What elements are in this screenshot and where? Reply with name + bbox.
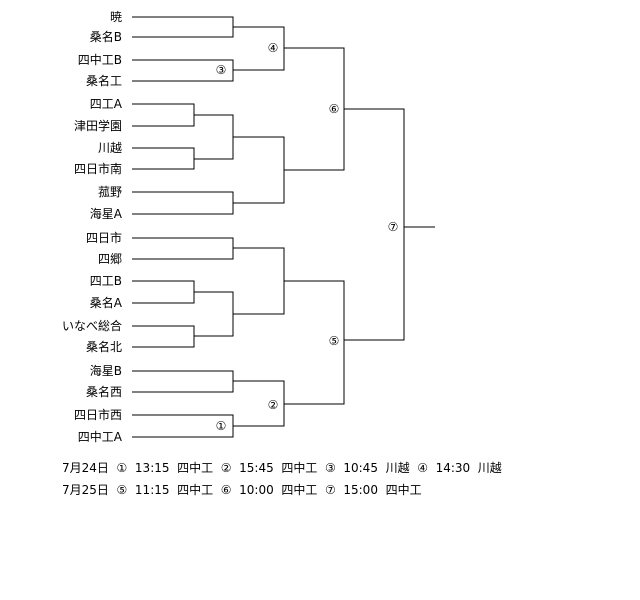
team-label: 海星A	[90, 206, 123, 221]
schedule-day-1: 7月24日 ① 13:15 四中工 ② 15:45 四中工 ③ 10:45 川越…	[62, 461, 502, 475]
bracket-line	[132, 237, 234, 260]
bracket-line	[132, 16, 234, 38]
team-label: 菰野	[98, 185, 122, 199]
team-label: 四郷	[98, 252, 122, 266]
bracket-line	[233, 136, 285, 204]
team-label: 桑名A	[90, 295, 123, 310]
bracket-line	[132, 147, 195, 170]
bracket-lines	[132, 16, 435, 438]
team-label: いなべ総合	[62, 318, 122, 333]
team-label: 海星B	[90, 363, 122, 378]
team-label: 桑名工	[86, 73, 122, 88]
team-label: 四工A	[90, 97, 123, 111]
team-label: 四日市	[86, 230, 122, 245]
bracket-line	[194, 291, 234, 337]
match-label-1: ①	[216, 419, 227, 433]
match-label-5: ⑤	[329, 334, 340, 348]
bracket-line	[132, 325, 195, 348]
team-label: 四日市西	[74, 407, 122, 422]
match-label-4: ④	[268, 41, 279, 55]
match-label-7: ⑦	[388, 220, 399, 234]
team-label: 津田学園	[74, 118, 122, 133]
bracket-line	[132, 103, 195, 127]
team-label: 暁	[110, 10, 122, 24]
match-label-6: ⑥	[329, 102, 340, 116]
team-label: 桑名北	[86, 339, 122, 354]
team-label: 桑名B	[90, 29, 122, 44]
schedule-day-2: 7月25日 ⑤ 11:15 四中工 ⑥ 10:00 四中工 ⑦ 15:00 四中…	[62, 483, 422, 497]
bracket-line	[344, 108, 405, 341]
bracket-line	[132, 280, 195, 304]
bracket-line	[284, 280, 345, 405]
match-label-2: ②	[268, 398, 279, 412]
team-label: 四中工B	[78, 52, 122, 67]
team-label: 川越	[98, 141, 122, 155]
bracket-line	[233, 247, 285, 315]
bracket-line	[194, 114, 234, 160]
team-label: 四中工A	[78, 429, 123, 444]
bracket-line	[132, 191, 234, 215]
match-label-3: ③	[216, 63, 227, 77]
bracket-line	[132, 370, 234, 393]
team-label: 桑名西	[86, 384, 122, 399]
team-label: 四工B	[90, 274, 122, 288]
team-label: 四日市南	[74, 161, 122, 176]
